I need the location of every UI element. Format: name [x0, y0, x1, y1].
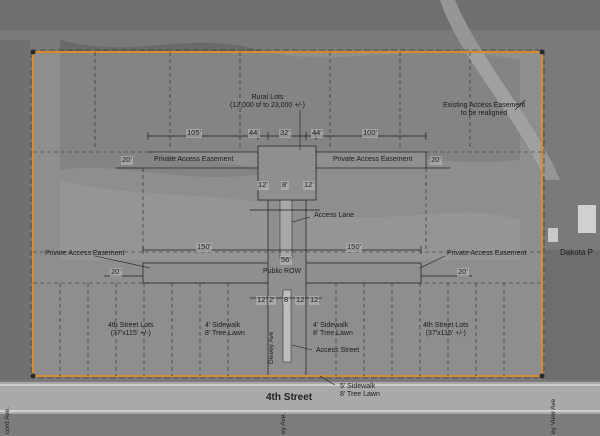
- cord-ave-label: cord Ave.: [4, 407, 11, 434]
- dimension-56: 56': [280, 255, 292, 265]
- fourth-street-lots-size-left: (37'x115' +/-): [110, 330, 151, 338]
- dimension-12-d: 12: [309, 295, 320, 305]
- dimension-20-top-right: 20': [430, 155, 442, 165]
- median-south: [282, 289, 292, 363]
- tree-lawn-8-street: 8' Tree Lawn: [340, 391, 380, 399]
- site-boundary: [32, 51, 543, 377]
- sidewalk-4-right: 4' Sidewalk: [313, 322, 349, 329]
- dimension-150-left: 150': [196, 242, 212, 252]
- corner-sw: [30, 373, 36, 379]
- existing-road: [440, 0, 560, 180]
- private-access-easement-label-left: Private Access Easement: [45, 250, 125, 257]
- dimension-12-b: 12: [256, 295, 267, 305]
- fourth-street-lots-left: 4th Street Lots (37'x115' +/-): [108, 322, 154, 338]
- fourth-street-lots-title-left: 4th Street Lots: [108, 322, 154, 329]
- sidewalk-tree-lawn-left: 4' Sidewalk 8' Tree Lawn: [205, 322, 245, 338]
- west-neighbors: [0, 40, 30, 380]
- east-neighbors: [545, 250, 600, 380]
- dimension-150-right: 150': [346, 242, 362, 252]
- dewey-ave-label: Dewey Ave: [268, 331, 275, 364]
- existing-easement-line-1: Existing Access Easement: [443, 102, 526, 109]
- private-access-easement-label-top-right: Private Access Easement: [333, 156, 413, 163]
- dimension-32: 32': [279, 128, 291, 138]
- sidewalk-tree-lawn-right: 4' Sidewalk 8' Tree Lawn: [313, 322, 353, 338]
- rural-lots-title: Rural Lots: [251, 94, 284, 101]
- fourth-street-label: 4th Street: [266, 392, 313, 403]
- ey-ave-label: ey Ave.: [280, 412, 287, 434]
- sidewalk-4-left: 4' Sidewalk: [205, 322, 241, 329]
- north-terrain: [0, 0, 600, 30]
- rural-lots-size: (12,000 sf to 23,000 +/-): [230, 102, 305, 110]
- private-access-easement-label-right: Private Access Easement: [447, 250, 527, 257]
- rural-lots-label: Rural Lots (12,000 sf to 23,000 +/-): [230, 94, 305, 110]
- house-east-small: [548, 228, 558, 242]
- south-lots: [0, 414, 600, 436]
- sidewalk-tree-lawn-street: 5' Sidewalk 8' Tree Lawn: [340, 383, 380, 399]
- wooded-area: [60, 40, 520, 178]
- sidewalk-5: 5' Sidewalk: [340, 383, 376, 390]
- access-street-label: Access Street: [316, 347, 360, 354]
- dimension-12-right: 12': [303, 180, 315, 190]
- dimension-8: 8': [281, 180, 289, 190]
- corner-ne: [539, 49, 545, 55]
- rural-lot-lines: [33, 52, 542, 253]
- access-lane-label: Access Lane: [314, 212, 355, 219]
- dimension-8-b: 8: [283, 295, 290, 305]
- dimension-20-left: 20': [110, 267, 122, 277]
- corner-se: [539, 373, 545, 379]
- dimension-100: 100': [362, 128, 378, 138]
- dimension-20-right: 20': [457, 267, 469, 277]
- corner-nw: [30, 49, 36, 55]
- dakota-label: Dakota P: [560, 248, 593, 257]
- dimension-44-left: 44': [248, 128, 260, 138]
- leader-lines: [94, 99, 526, 386]
- fourth-street-lots-right: 4th Street Lots (37'x115' +/-): [423, 322, 469, 338]
- dimension-2-b: 2': [268, 295, 276, 305]
- tree-lawn-8-right: 8' Tree Lawn: [313, 330, 353, 338]
- house-east: [578, 205, 596, 233]
- fourth-street-lots-title-right: 4th Street Lots: [423, 322, 469, 329]
- dimension-12-c: 12: [295, 295, 306, 305]
- dimension-20-top-left: 20': [121, 155, 133, 165]
- fourth-street-lots-size-right: (37'x115' +/-): [425, 330, 466, 338]
- tree-lawn-8-left: 8' Tree Lawn: [205, 330, 245, 338]
- site-boundary-inner: [30, 49, 545, 379]
- dimension-105: 105': [186, 128, 202, 138]
- private-access-easement-label-top-left: Private Access Easement: [154, 156, 234, 163]
- view-ave-label: ey View Ave: [550, 398, 557, 434]
- public-row-label: Public ROW: [263, 268, 302, 275]
- existing-easement-label: Existing Access Easement to be realigned: [443, 102, 525, 118]
- dimension-12-left: 12': [257, 180, 269, 190]
- dimension-44-right: 44': [311, 128, 323, 138]
- existing-easement-line-2: to be realigned: [460, 110, 508, 118]
- fourth-street-lot-lines: [33, 282, 542, 376]
- fourth-street-road: [0, 382, 600, 414]
- top-stub-row: [257, 145, 317, 201]
